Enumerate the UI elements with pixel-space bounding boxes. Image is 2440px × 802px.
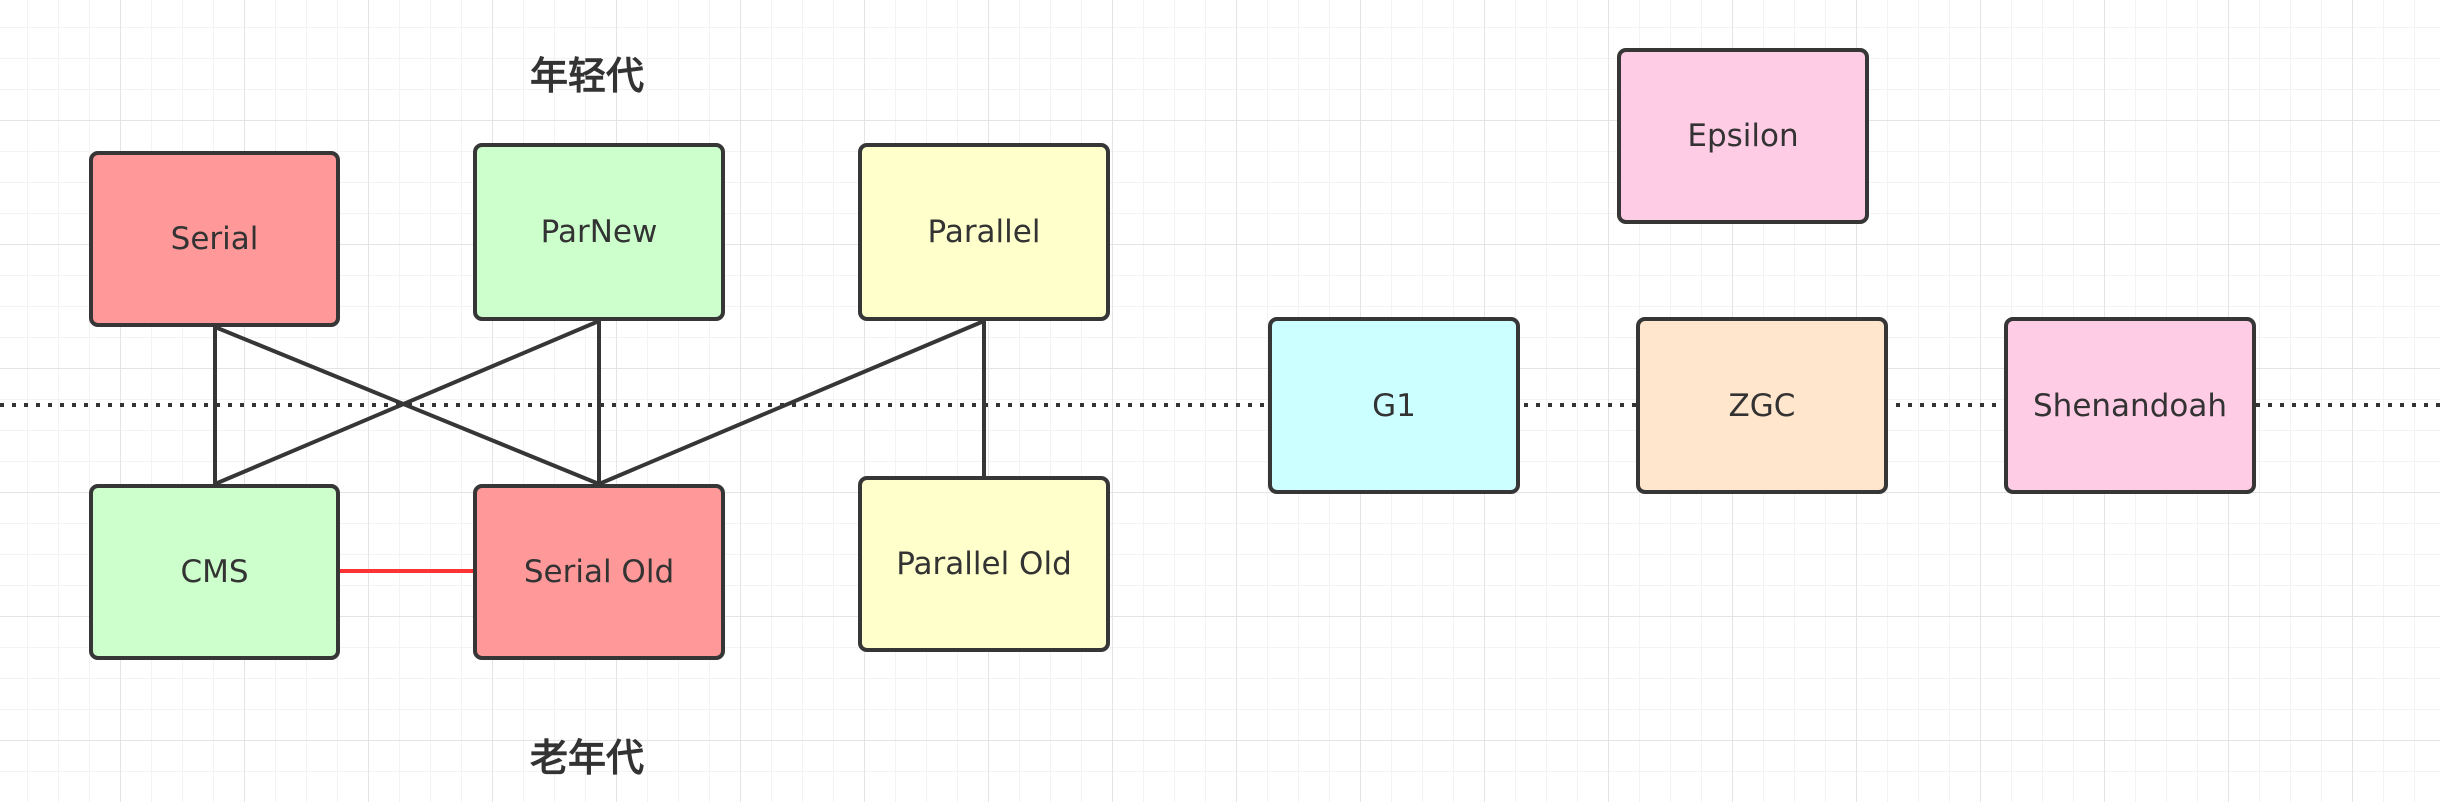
parallel-old-label: Parallel Old (896, 546, 1072, 582)
serial-node[interactable]: Serial (89, 151, 340, 327)
parallel-node[interactable]: Parallel (858, 143, 1110, 321)
parallel-label: Parallel (927, 214, 1041, 250)
connector-parnew-cms (214, 319, 600, 486)
zgc-label: ZGC (1728, 387, 1796, 424)
g1-label: G1 (1372, 387, 1416, 424)
g1-node[interactable]: G1 (1268, 317, 1520, 494)
connector-serial-serial-old (214, 325, 600, 486)
cms-node[interactable]: CMS (89, 484, 340, 660)
parallel-old-node[interactable]: Parallel Old (858, 476, 1110, 652)
serial-old-node[interactable]: Serial Old (473, 484, 725, 660)
parnew-label: ParNew (540, 214, 658, 250)
parnew-node[interactable]: ParNew (473, 143, 725, 321)
old-generation-label: 老年代 (530, 736, 645, 780)
shenandoah-node[interactable]: Shenandoah (2004, 317, 2256, 494)
shenandoah-label: Shenandoah (2033, 387, 2227, 424)
cms-label: CMS (180, 554, 249, 590)
serial-label: Serial (170, 221, 259, 257)
epsilon-node[interactable]: Epsilon (1617, 48, 1869, 224)
zgc-node[interactable]: ZGC (1636, 317, 1888, 494)
connector-parallel-serial-old (598, 319, 985, 486)
serial-old-label: Serial Old (523, 554, 675, 590)
epsilon-label: Epsilon (1687, 118, 1799, 154)
young-generation-label: 年轻代 (530, 54, 645, 98)
